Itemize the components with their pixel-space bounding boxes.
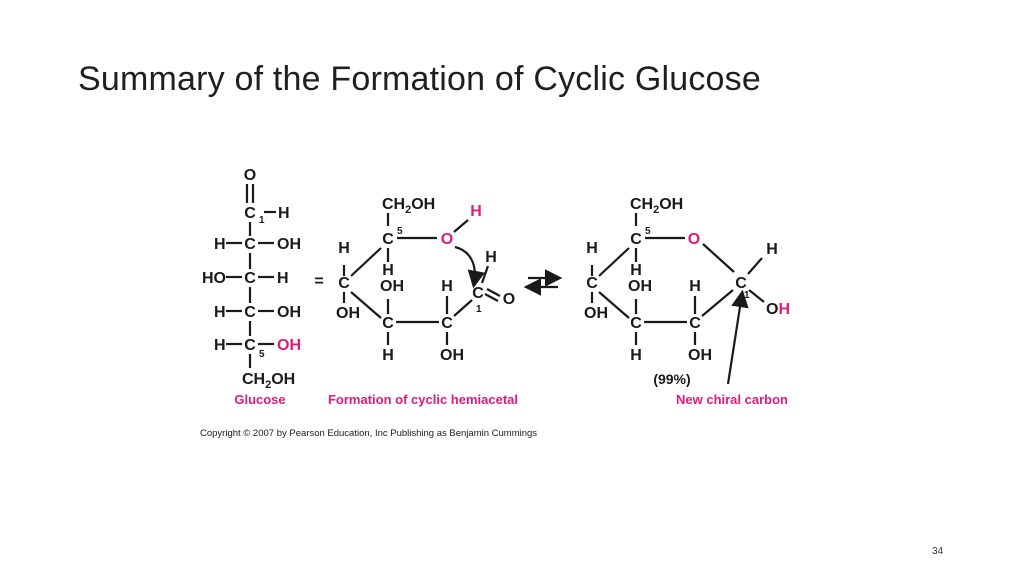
ring-c4-h: H [586,240,598,257]
open-nucleophilic-arrow [454,245,486,289]
glucose-c1-h: H [278,205,290,222]
open-aldehyde-oxygen: O [503,291,515,308]
open-c3: C [382,315,394,332]
ring-oxygen: O [688,231,700,248]
glucose-c2-right-group: OH [277,236,301,253]
glucose-c5-left-group: H [214,337,226,354]
ring-c5-h: H [630,262,642,279]
ring-c1-h: H [766,241,778,258]
open-hydroxyl-h: H [470,203,482,220]
open-c2-c1-bond [453,299,473,317]
open-c1-number: 1 [476,304,482,315]
open-c5: C [382,231,394,248]
ring-c4-c5-bond [598,247,630,277]
open-c1: C [472,285,484,302]
ring-o-c1-bond [702,243,735,273]
glucose-c4-right-group: OH [277,304,301,321]
open-c4-c3-bond [350,291,382,319]
ring-c2-h: H [689,278,701,295]
open-c1-h: H [485,249,497,266]
ring-c2-c1-bond [701,289,734,317]
glucose-c3: C [244,270,256,287]
open-c5-h: H [382,262,394,279]
ring-c1-hydroxyl: OH [766,301,790,318]
open-c3-h: H [382,347,394,364]
ring-c3: C [630,315,642,332]
equals-sign: = [314,273,323,290]
copyright-text: Copyright © 2007 by Pearson Education, I… [200,428,538,439]
glucose-c2: C [244,236,256,253]
glucose-c1: C [244,205,256,222]
open-c3-oh: OH [380,278,404,295]
open-c1-h-bond [480,265,490,284]
ring-c1-number: 1 [744,290,750,301]
ring-c5-number: 5 [645,226,651,237]
ring-c4-c3-bond [598,291,630,319]
glucose-c3-right-group: H [277,270,289,287]
glucose-c5-right-group: OH [277,337,301,354]
open-c2-h: H [441,278,453,295]
ring-c2-oh: OH [688,347,712,364]
glucose-c5-number: 5 [259,349,265,360]
open-c2: C [441,315,453,332]
ring-c1-oh-bond [748,289,765,303]
open-c1-o-bond-a [486,288,501,297]
glucose-c4-left-group: H [214,304,226,321]
open-c4-h: H [338,240,350,257]
open-c6-ch2oh: CH2OH [382,196,435,216]
ring-c1: C [735,275,747,292]
ring-c4: C [586,275,598,292]
ring-c4-oh: OH [584,305,608,322]
slide-title: Summary of the Formation of Cyclic Gluco… [78,60,761,98]
ring-c1-h-bond [747,257,763,275]
chiral-pointer-arrow [726,289,749,385]
open-c4-oh: OH [336,305,360,322]
open-c1-o-bond-b [484,293,499,302]
ring-c2: C [689,315,701,332]
caption-glucose: Glucose [234,392,285,407]
glucose-c6-ch2oh: CH2OH [242,371,295,391]
glucose-c3-left-group: HO [202,270,226,287]
ring-c6-ch2oh: CH2OH [630,196,683,216]
open-c2-oh: OH [440,347,464,364]
open-c5-number: 5 [397,226,403,237]
caption-new-chiral-carbon: New chiral carbon [676,392,788,407]
glucose-aldehyde-oxygen: O [244,167,256,184]
glucose-c1-number: 1 [259,215,265,226]
glucose-c4: C [244,304,256,321]
page-number: 34 [932,546,944,557]
ring-percent-label: (99%) [653,371,690,387]
open-c4: C [338,275,350,292]
glucose-c5: C [244,337,256,354]
caption-hemiacetal: Formation of cyclic hemiacetal [328,392,518,407]
ring-c5: C [630,231,642,248]
open-c4-c5-bond [350,247,382,277]
open-o-h-bond [453,219,469,233]
glucose-c2-left-group: H [214,236,226,253]
open-ring-oxygen: O [441,231,453,248]
ring-c3-oh: OH [628,278,652,295]
ring-c3-h: H [630,347,642,364]
